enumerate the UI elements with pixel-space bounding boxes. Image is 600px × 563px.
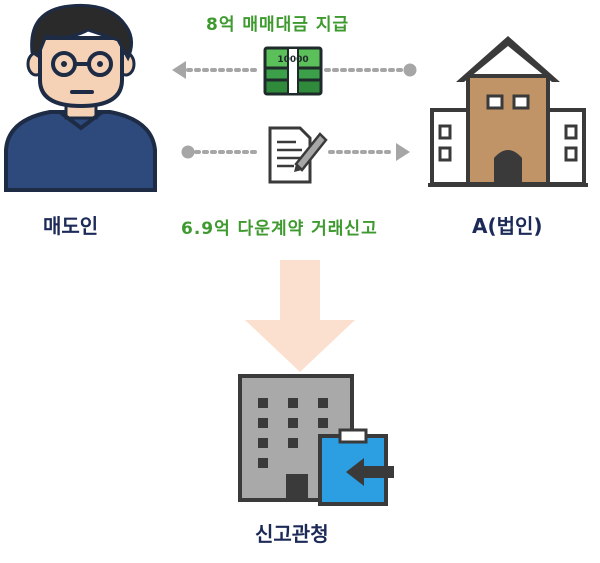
clipboard-icon [318,428,394,506]
house-icon [428,36,588,187]
flow-down-arrow [245,260,355,372]
banknote-denomination: 10000 [277,55,308,65]
report-label: 6.9억 다운계약 거래신고 [181,219,378,239]
seller-person-icon [4,3,157,192]
buyer-label: A(법인) [472,214,543,238]
payment-arrow [172,61,417,79]
report-arrow [181,143,410,161]
office-label: 신고관청 [255,522,329,546]
seller-label: 매도인 [43,214,99,238]
money-icon: 10000 [263,46,323,96]
contract-document-icon [268,126,328,184]
payment-label: 8억 매매대금 지급 [206,15,350,35]
